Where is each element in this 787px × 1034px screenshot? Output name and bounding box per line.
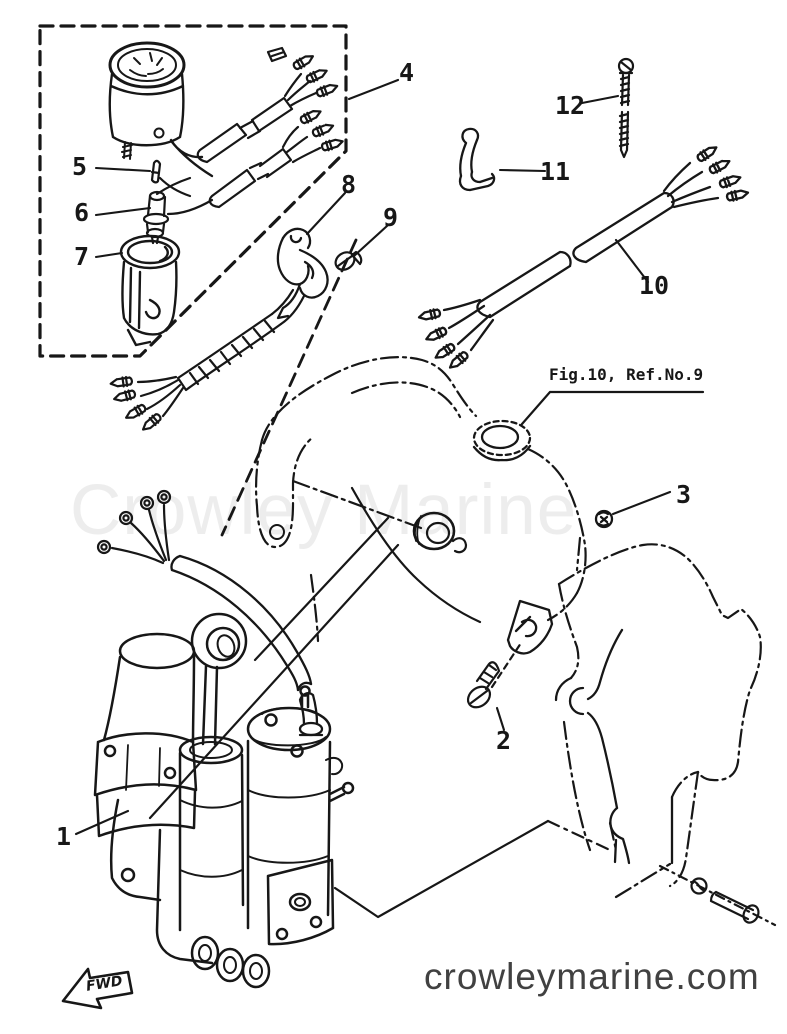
figure-reference-text: Fig.10, Ref.No.9 — [549, 365, 704, 384]
inset-dashed-box — [38, 24, 348, 358]
bolt-2 — [466, 641, 523, 709]
callout-label-5: 5 — [72, 152, 88, 181]
fwd-arrow — [61, 967, 134, 1010]
callout-label-3: 3 — [676, 480, 692, 509]
callout-label-7: 7 — [74, 242, 90, 271]
swivel-bracket-phantom — [254, 356, 587, 643]
washer-bolt-lower-right — [658, 864, 777, 927]
corrugated-harness — [108, 288, 306, 435]
callout-leader-lines — [74, 78, 672, 836]
swivel-bracket-details — [269, 486, 482, 624]
wire-clamp-11 — [458, 127, 496, 192]
stern-bracket-solid-edges — [554, 628, 674, 865]
stern-bracket-phantom — [557, 543, 762, 899]
extension-harness-10 — [416, 142, 751, 373]
watermark-text: Crowley Marine — [70, 471, 578, 550]
tapping-screw-12 — [617, 57, 635, 159]
callout-label-6: 6 — [74, 198, 90, 227]
screw-9 — [334, 250, 363, 271]
callout-label-10: 10 — [639, 271, 670, 300]
construction-lines — [148, 516, 614, 919]
callout-label-4: 4 — [399, 58, 415, 87]
power-trim-tilt-unit-1 — [93, 489, 355, 989]
callout-label-11: 11 — [540, 157, 571, 186]
nut-3 — [594, 509, 614, 529]
callout-label-9: 9 — [383, 203, 399, 232]
grommet — [472, 419, 532, 462]
gauge-wire-harness-4 — [155, 46, 346, 216]
cable-clamp-boss — [506, 599, 554, 655]
callout-label-1: 1 — [56, 822, 72, 851]
gauge-holder-7 — [119, 234, 181, 347]
callout-label-8: 8 — [341, 170, 357, 199]
callout-label-2: 2 — [496, 726, 512, 755]
trim-gauge — [108, 41, 214, 178]
section-dashed-diagonal — [220, 238, 358, 537]
callout-label-12: 12 — [555, 91, 586, 120]
site-footer-text: crowleymarine.com — [424, 956, 760, 997]
figure-reference-leader — [520, 390, 705, 426]
bulb-pin-5 — [150, 159, 162, 184]
bracket-8 — [276, 227, 329, 320]
